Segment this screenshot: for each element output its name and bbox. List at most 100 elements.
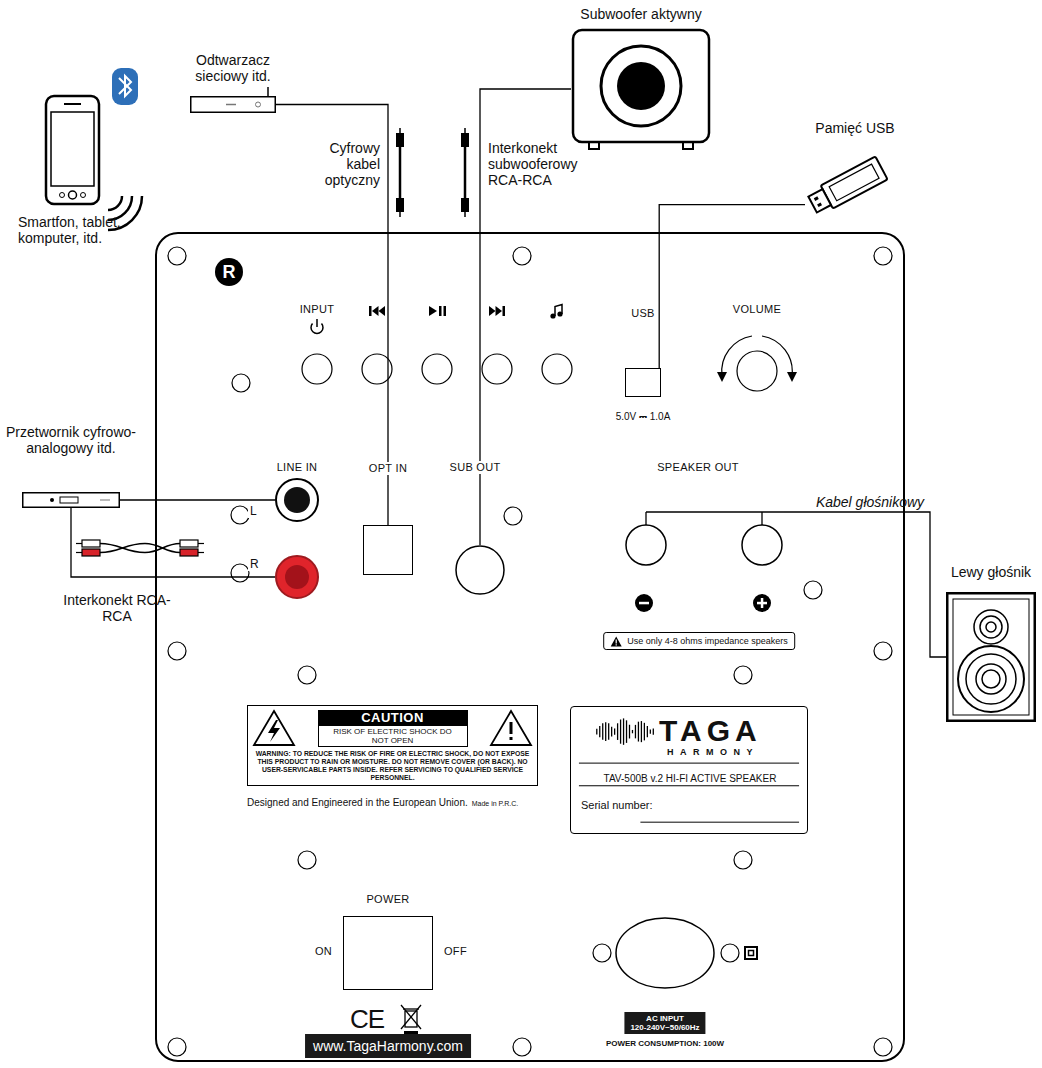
network-player: Odtwarzacz sieciowy itd. bbox=[190, 96, 276, 113]
rear-panel-art-part bbox=[231, 506, 249, 524]
serial-field: Serial number: bbox=[581, 799, 653, 812]
rear-panel-art-part bbox=[503, 306, 506, 316]
rear-panel-art-part bbox=[156, 233, 904, 1061]
optical-port: OPT IN bbox=[363, 525, 413, 575]
rear-panel-art-part bbox=[737, 351, 777, 391]
rear-panel-art-part bbox=[168, 247, 186, 265]
rear-panel-art-part bbox=[749, 951, 754, 956]
usb-stick-art-part-part bbox=[829, 164, 879, 201]
ac-label: AC INPUT bbox=[630, 1014, 699, 1023]
subwoofer-cable-art-part bbox=[461, 198, 469, 212]
rear-panel-art-part bbox=[734, 666, 752, 684]
rear-panel-art-part bbox=[422, 354, 452, 384]
network-player-art-part bbox=[226, 104, 236, 106]
origin-note: Made in P.R.C. bbox=[472, 800, 519, 807]
rear-panel-art-part bbox=[874, 247, 892, 265]
rear-panel-art-part bbox=[874, 1038, 892, 1056]
rear-panel-art-part bbox=[168, 1038, 186, 1056]
rear-panel-art-part bbox=[513, 247, 531, 265]
usb-stick: Pamięć USB bbox=[805, 140, 905, 224]
channel-letter: R bbox=[248, 557, 261, 571]
logo-wave-stroke bbox=[614, 728, 615, 734]
rear-panel-art-part bbox=[513, 1038, 531, 1056]
warning-text: Use only 4-8 ohms impedance speakers bbox=[627, 633, 788, 649]
brand-subname: HARMONY bbox=[667, 747, 759, 758]
left-speaker-art-part bbox=[980, 616, 1002, 638]
dac-device: Przetwornik cyfrowo-analogowy itd. bbox=[22, 492, 120, 508]
power-rating: POWER CONSUMPTION: 100W bbox=[604, 1039, 726, 1049]
speaker-terminals-art-part bbox=[753, 594, 771, 612]
subwoofer-cable-art-part bbox=[464, 147, 467, 198]
logo-wave-stroke bbox=[629, 725, 630, 739]
logo-wave-stroke bbox=[602, 723, 603, 739]
optical-cable-art-part bbox=[396, 198, 404, 212]
subwoofer-art-part bbox=[573, 30, 709, 142]
ac-inlet: AC INPUT120-240V~50/60HzPOWER CONSUMPTIO… bbox=[615, 917, 715, 989]
rca-cable-art-part bbox=[198, 543, 204, 544]
smartphone-art bbox=[40, 92, 104, 208]
rear-panel-art-part bbox=[439, 306, 442, 316]
speaker-terminals: SPEAKER OUT bbox=[624, 512, 784, 625]
rear-panel-art-part bbox=[762, 336, 792, 376]
network-player-art-part bbox=[191, 97, 276, 113]
subwoofer-art-part bbox=[617, 62, 665, 110]
logo-wave-stroke bbox=[632, 730, 633, 733]
rear-panel-art-part bbox=[362, 354, 392, 384]
left-speaker-art-part bbox=[966, 654, 1016, 704]
speaker-terminals-art-part bbox=[761, 598, 764, 608]
warning-text: WARNING: TO REDUCE THE RISK OF FIRE OR E… bbox=[252, 750, 533, 782]
caution-heading: CAUTION bbox=[318, 710, 468, 726]
subwoofer-art-part bbox=[601, 46, 681, 126]
subwoofer: Subwoofer aktywny bbox=[571, 28, 711, 150]
sub-out-jack-art bbox=[455, 545, 505, 595]
subwoofer-cable-art-part bbox=[461, 133, 469, 147]
bluetooth-badge-part bbox=[119, 76, 131, 96]
logo-wave-stroke bbox=[641, 721, 642, 742]
button-label: INPUT bbox=[298, 303, 337, 316]
model-plate-art-part bbox=[597, 718, 654, 744]
left-speaker-art bbox=[946, 592, 1036, 722]
rear-panel-art-part bbox=[302, 354, 332, 384]
smartphone-art-part bbox=[60, 193, 65, 198]
rear-panel-art-part bbox=[787, 372, 797, 382]
logo-wave-stroke bbox=[596, 729, 597, 735]
logo-wave-stroke bbox=[599, 726, 600, 737]
shock-triangle-part bbox=[254, 711, 294, 745]
device-label: Pamięć USB bbox=[805, 120, 905, 136]
network-player-art-part bbox=[267, 87, 269, 96]
rear-panel-art-part bbox=[557, 311, 562, 316]
rca-jack-right-art bbox=[275, 555, 319, 599]
rear-panel-art-part bbox=[401, 1005, 421, 1029]
logo-wave-stroke bbox=[611, 727, 612, 737]
exclamation-triangle bbox=[489, 709, 533, 747]
left-speaker-art-part bbox=[986, 622, 996, 632]
speaker-terminals-art-part bbox=[645, 512, 646, 525]
port-label: SPEAKER OUT bbox=[655, 461, 741, 474]
brand-name: TAGA bbox=[659, 715, 762, 747]
network-player-art bbox=[190, 96, 276, 113]
logo-wave-stroke bbox=[653, 728, 654, 734]
shock-triangle bbox=[252, 709, 296, 747]
speaker-terminals-art-part bbox=[635, 594, 653, 612]
caution-notice-box: RISK OF ELECTRIC SHOCK DO NOT OPEN bbox=[318, 726, 468, 747]
device-label: Odtwarzacz sieciowy itd. bbox=[173, 52, 293, 84]
rear-panel-art-part bbox=[555, 305, 562, 317]
shock-triangle-part bbox=[268, 720, 280, 742]
rear-panel-art-part bbox=[429, 306, 437, 316]
rca-jack-right-art-part bbox=[276, 556, 318, 598]
exclamation-triangle-part bbox=[491, 711, 531, 745]
logo-wave-stroke bbox=[623, 718, 624, 744]
rear-panel-art-part bbox=[542, 354, 572, 384]
usb-stick-art bbox=[805, 140, 905, 224]
optical-cable-art-part bbox=[396, 133, 404, 147]
rear-panel-art-part bbox=[874, 642, 892, 660]
model-plate-art-part bbox=[640, 822, 799, 823]
speaker-terminals-art-part bbox=[742, 525, 782, 565]
exclamation-triangle-part bbox=[510, 737, 513, 740]
usb-stick-art-part-part bbox=[808, 189, 831, 212]
rca-jack-right: R bbox=[275, 555, 319, 599]
usb-stick-art-part-part bbox=[817, 203, 822, 208]
dac-device-art bbox=[22, 492, 120, 508]
rear-panel-art-part bbox=[232, 374, 250, 392]
